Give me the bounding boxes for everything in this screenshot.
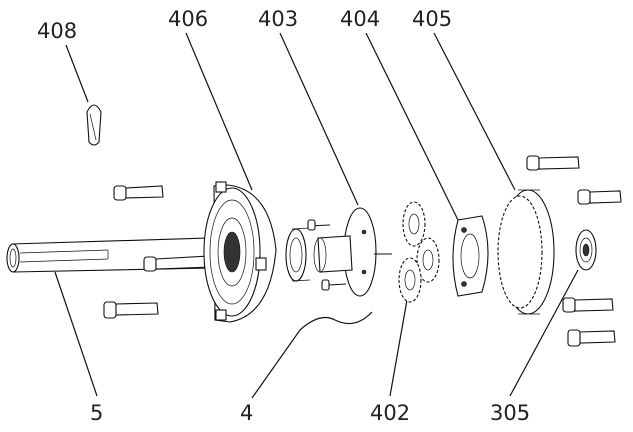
bolt-top-left [113,185,164,201]
label-405: 405 [412,7,452,31]
label-404: 404 [340,7,380,31]
plate-404 [452,215,489,297]
label-402: 402 [370,401,410,425]
label-403: 403 [258,7,298,31]
bolt-bottom-right-2 [567,329,616,347]
label-5: 5 [90,401,103,425]
ring-gear-405 [497,189,555,315]
housing-406 [203,181,277,323]
bushing [285,227,311,282]
bolt-top-right-2 [577,189,622,205]
planet-gears-402 [398,201,440,303]
label-305: 305 [490,401,530,425]
bearing-305 [575,229,597,271]
label-408: 408 [37,19,77,43]
leader-lines [54,32,579,399]
label-4: 4 [240,401,253,425]
bolt-bottom-left [103,301,159,319]
bolt-bottom-right-1 [562,297,614,313]
label-406: 406 [168,7,208,31]
pin-408 [86,104,102,146]
carrier-403 [307,207,392,297]
bolt-top-right-1 [526,155,580,171]
bolt-small-carrier [307,219,347,291]
bolt-mid-left [143,255,212,272]
